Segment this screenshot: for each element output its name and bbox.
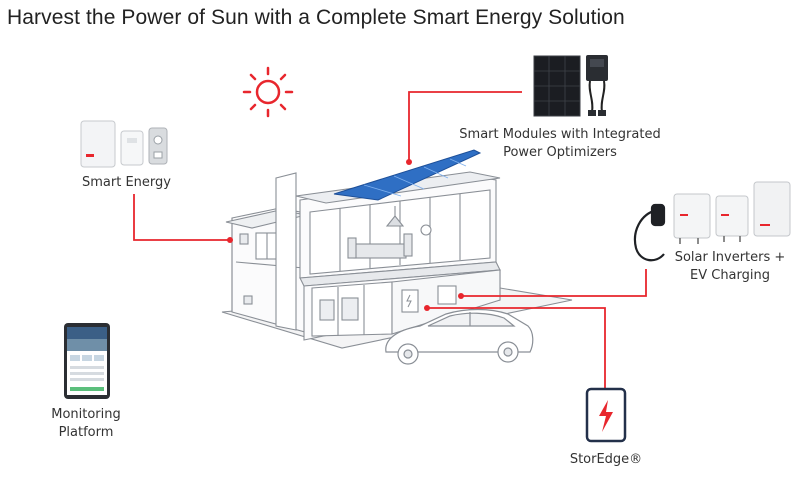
smart-modules-label-line2: Power Optimizers (503, 145, 617, 160)
monitoring-label: Monitoring Platform (40, 406, 132, 442)
connector-dots (227, 159, 464, 311)
smart-energy-devices-icon (80, 120, 168, 168)
smart-energy-label-text: Smart Energy (82, 175, 171, 190)
inverters-label-line1: Solar Inverters + (674, 250, 786, 265)
smart-modules-label: Smart Modules with Integrated Power Opti… (452, 126, 668, 162)
roof-solar-panels (333, 149, 482, 201)
monitoring-label-line2: Platform (58, 425, 114, 440)
smart-modules-label-line1: Smart Modules with Integrated (459, 127, 661, 142)
storedge-label-text: StorEdge® (569, 452, 643, 467)
solar-module-icon (533, 55, 581, 117)
monitoring-label-line1: Monitoring (51, 407, 121, 422)
tablet-icon (64, 323, 110, 399)
battery-icon (585, 387, 627, 443)
inverters-label-line2: EV Charging (690, 268, 770, 283)
page-title: Harvest the Power of Sun with a Complete… (7, 6, 625, 29)
sun-icon (242, 66, 294, 118)
storedge-label: StorEdge® (566, 451, 646, 469)
power-optimizer-icon (586, 55, 608, 116)
ev-charger-cable-icon (633, 203, 666, 262)
electric-car (385, 308, 534, 365)
inverter-icon (673, 181, 791, 244)
house-illustration (221, 171, 573, 349)
inverters-label: Solar Inverters + EV Charging (668, 249, 792, 285)
smart-energy-label: Smart Energy (82, 174, 171, 192)
